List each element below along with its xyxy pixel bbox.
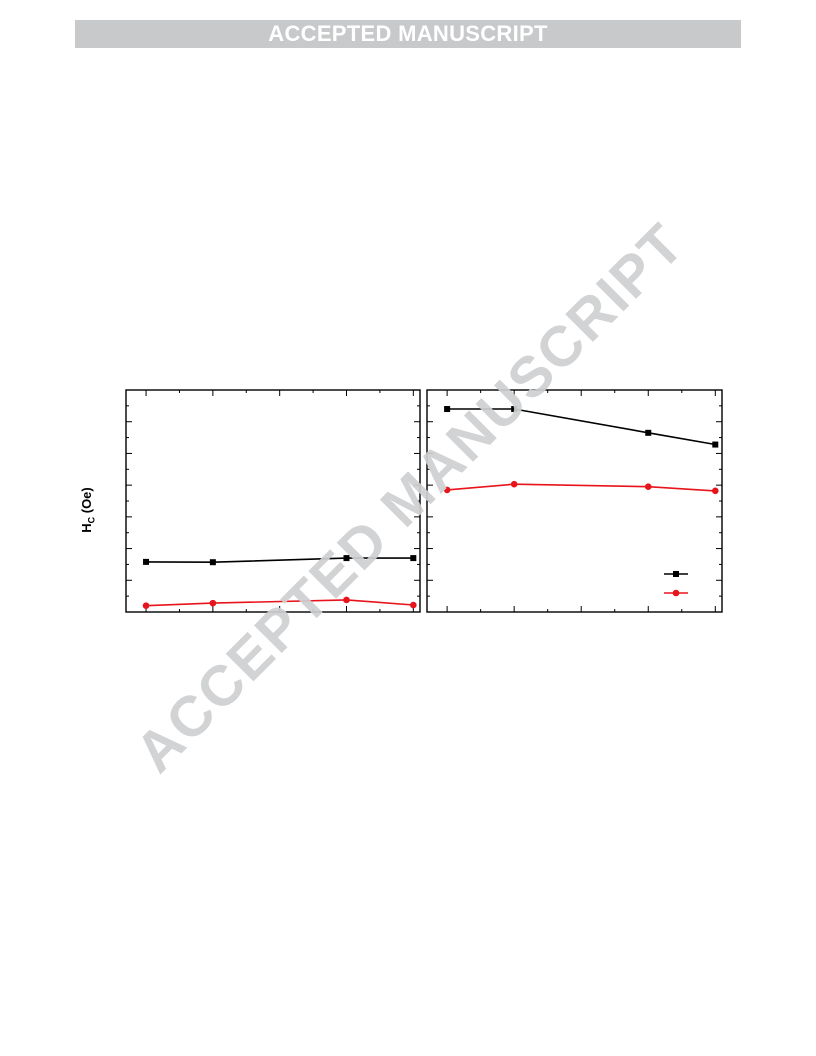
- series-line-left-1: [145, 599, 414, 607]
- legend-marker-circle: [672, 589, 680, 597]
- data-point-circle-right: [443, 486, 451, 494]
- legend-marker-square: [673, 571, 679, 577]
- series-line-right-1: [447, 483, 716, 492]
- data-point-circle-right: [510, 480, 518, 488]
- data-point-square-right: [712, 441, 719, 448]
- series-line-right-0: [447, 408, 716, 446]
- data-point-square-right: [645, 429, 652, 436]
- data-point-circle-left: [343, 596, 350, 604]
- series-line-left-0: [145, 557, 414, 564]
- data-point-circle-left: [209, 599, 217, 607]
- data-point-square-right: [511, 406, 518, 413]
- data-point-square-left: [143, 558, 150, 565]
- data-point-square-left: [209, 559, 216, 566]
- accepted-manuscript-banner: ACCEPTED MANUSCRIPT: [75, 20, 741, 48]
- data-point-circle-left: [410, 601, 417, 609]
- data-point-square-left: [410, 555, 417, 562]
- data-point-square-left: [343, 555, 350, 562]
- data-point-circle-right: [711, 487, 719, 495]
- data-point-circle-right: [644, 483, 652, 491]
- data-point-square-right: [444, 406, 451, 413]
- data-point-circle-left: [142, 602, 150, 609]
